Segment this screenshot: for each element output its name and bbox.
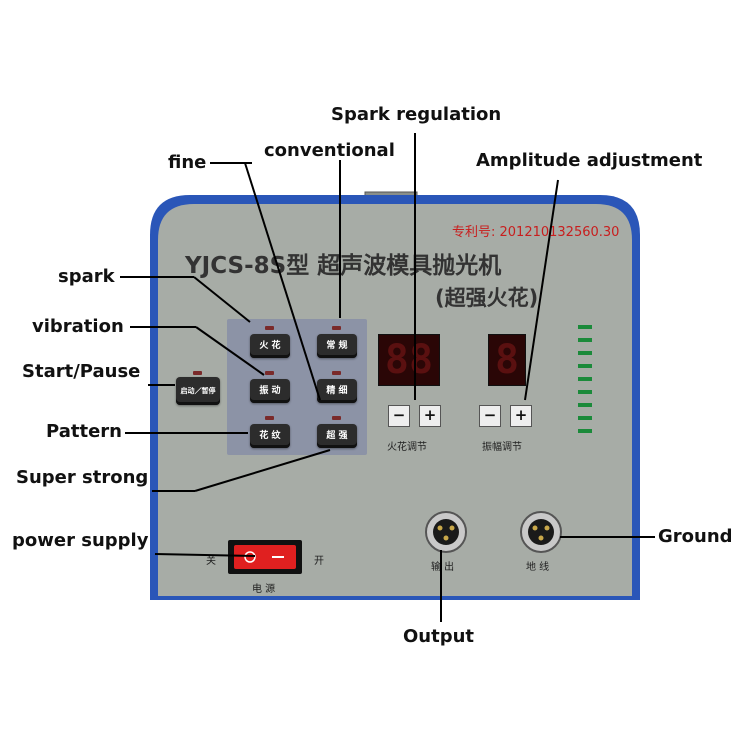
- power-switch[interactable]: [228, 540, 302, 574]
- level-bar: [578, 325, 592, 329]
- patent-number: 专利号: 201210132560.30: [452, 225, 620, 240]
- level-bar: [578, 351, 592, 355]
- callout-fine: fine: [168, 152, 207, 173]
- callout-vibration: vibration: [32, 316, 124, 337]
- pattern-led: [265, 416, 274, 420]
- model-title: YJCS-8S型 超声波模具抛光机: [185, 253, 502, 279]
- conventional-button[interactable]: 常 规: [317, 334, 357, 358]
- callout-conventional: conventional: [264, 140, 395, 161]
- level-bar: [578, 390, 592, 394]
- fine-button[interactable]: 精 细: [317, 379, 357, 403]
- callout-spark-regulation: Spark regulation: [331, 104, 502, 125]
- amplitude-display: 8: [488, 334, 526, 386]
- start-pause-led: [193, 371, 202, 375]
- level-bar: [578, 338, 592, 342]
- output-label: 输 出: [431, 562, 455, 573]
- conventional-led: [332, 326, 341, 330]
- level-bar: [578, 364, 592, 368]
- spark-minus-button[interactable]: −: [388, 405, 410, 427]
- power-label: 电 源: [252, 584, 276, 595]
- power-off-label: 关: [206, 556, 216, 567]
- vibration-led: [265, 371, 274, 375]
- callout-spark: spark: [58, 266, 115, 287]
- ground-label: 地 线: [526, 562, 550, 573]
- spark-adjust-label: 火花调节: [387, 442, 427, 453]
- super-strong-button[interactable]: 超 强: [317, 424, 357, 448]
- callout-pattern: Pattern: [46, 421, 122, 442]
- model-subtitle: (超强火花): [435, 286, 539, 310]
- spark-led: [265, 326, 274, 330]
- level-bar: [578, 429, 592, 433]
- level-bar: [578, 403, 592, 407]
- spark-plus-button[interactable]: +: [419, 405, 441, 427]
- amplitude-adjust-label: 振幅调节: [482, 442, 522, 453]
- spark-display: 88: [378, 334, 440, 386]
- power-on-label: 开: [314, 556, 324, 567]
- level-bar: [578, 416, 592, 420]
- callout-output: Output: [403, 626, 475, 647]
- callout-amplitude-adjustment: Amplitude adjustment: [476, 150, 703, 171]
- vibration-button[interactable]: 振 动: [250, 379, 290, 403]
- spark-button[interactable]: 火 花: [250, 334, 290, 358]
- amplitude-plus-button[interactable]: +: [510, 405, 532, 427]
- level-bar: [578, 377, 592, 381]
- callout-super-strong: Super strong: [16, 467, 149, 488]
- callout-ground: Ground: [658, 526, 733, 547]
- pattern-button[interactable]: 花 纹: [250, 424, 290, 448]
- ground-connector: [520, 511, 562, 553]
- callout-start-pause: Start/Pause: [22, 361, 141, 382]
- fine-led: [332, 371, 341, 375]
- super-strong-led: [332, 416, 341, 420]
- amplitude-minus-button[interactable]: −: [479, 405, 501, 427]
- output-connector: [425, 511, 467, 553]
- start-pause-button[interactable]: 启动／暂停: [176, 377, 220, 405]
- callout-power-supply: power supply: [12, 530, 149, 551]
